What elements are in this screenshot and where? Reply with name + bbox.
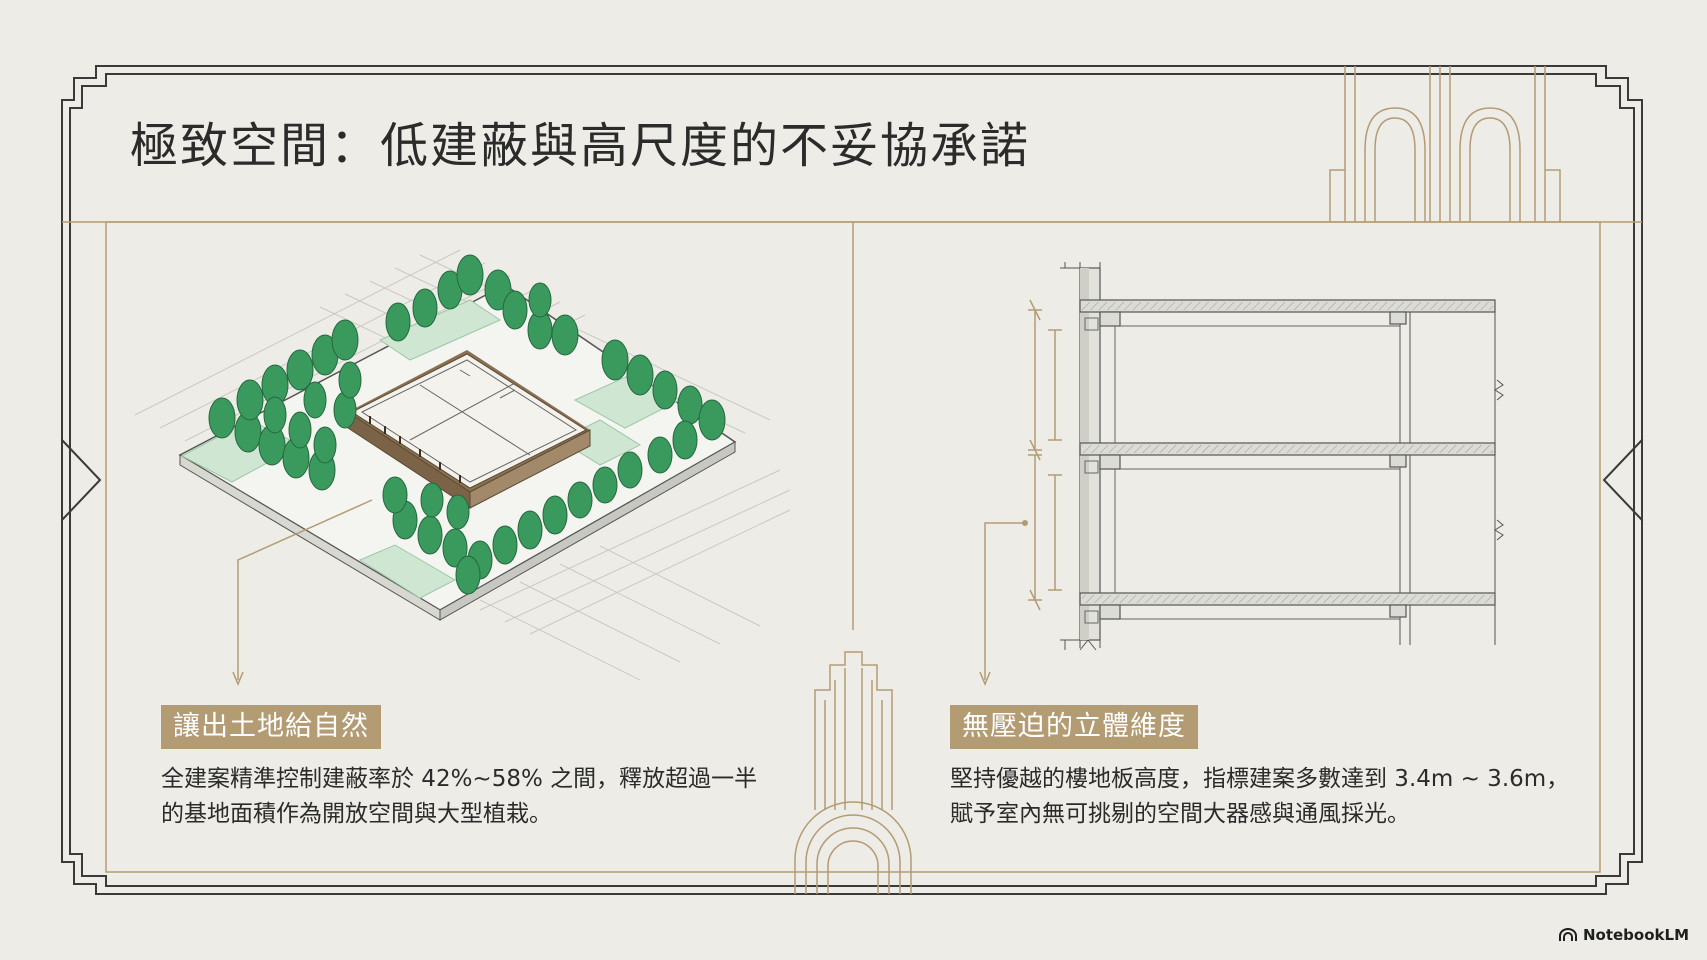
brand-watermark: NotebookLM [1558,926,1689,944]
slide-title: 極致空間：低建蔽與高尺度的不妥協承諾 [130,118,1031,174]
floor-height-label: 無壓迫的立體維度 [950,705,1198,749]
brand-name: NotebookLM [1582,926,1689,944]
deco-arches-icon [1329,66,1561,222]
building-block [347,350,591,509]
floor-slabs [1079,299,1496,620]
floor-height-description: 堅持優越的樓地板高度，指標建案多數達到 3.4m ~ 3.6m， 賦予室內無可挑… [950,766,1570,827]
site-coverage-label: 讓出土地給自然 [161,705,381,749]
gold-frame [62,221,1642,873]
site-coverage-description: 全建案精準控制建蔽率於 42%~58% 之間，釋放超過一半 的基地面積作為開放空… [161,766,758,827]
trees [208,254,726,595]
deco-tower-icon [794,651,912,894]
site-plan-illustration [134,249,791,686]
dimension-lines [1028,299,1062,611]
outer-frame [61,65,1643,895]
site-callout-leader [237,499,373,680]
section-callout-leader [984,522,1025,680]
notebooklm-logo-icon [1558,928,1577,941]
section-elevation-illustration [979,262,1504,686]
